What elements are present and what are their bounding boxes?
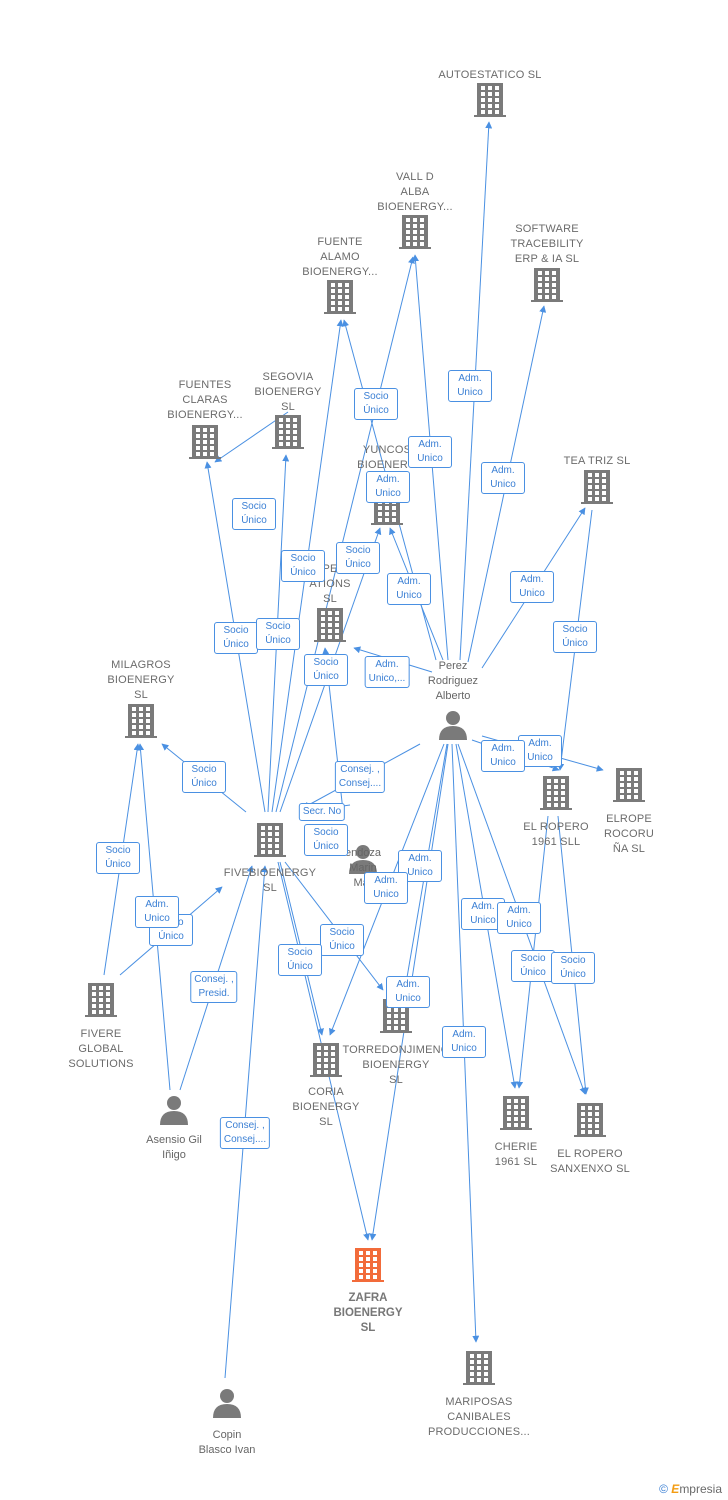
relation-label[interactable]: Socio Único	[553, 621, 597, 653]
building-icon[interactable]	[310, 1043, 342, 1077]
node-label-zafra[interactable]: ZAFRA BIOENERGY SL	[333, 1292, 403, 1334]
relation-label[interactable]: Adm. Unico	[442, 1026, 486, 1058]
relation-label[interactable]: Consej. , Presid.	[190, 971, 238, 1003]
node-label-autoestatico[interactable]: AUTOESTATICO SL	[438, 69, 542, 81]
building-icon[interactable]	[540, 776, 572, 810]
building-icon[interactable]	[399, 215, 431, 249]
copyright-symbol: ©	[659, 1482, 668, 1496]
node-label-fivere[interactable]: FIVERE GLOBAL SOLUTIONS	[68, 1028, 134, 1070]
relation-label[interactable]: Adm. Unico	[481, 740, 525, 772]
building-icon[interactable]	[314, 608, 346, 642]
relation-label[interactable]: Socio Único	[96, 842, 140, 874]
relation-label[interactable]: Socio Único	[551, 952, 595, 984]
node-label-fuentealamo[interactable]: FUENTE ALAMO BIOENERGY...	[302, 236, 378, 278]
node-label-cherie[interactable]: CHERIE 1961 SL	[494, 1141, 538, 1168]
brand-name: mpresia	[679, 1482, 722, 1496]
building-icon[interactable]	[613, 768, 645, 802]
relation-label[interactable]: Socio Único	[336, 542, 380, 574]
relation-label[interactable]: Socio Único	[320, 924, 364, 956]
relation-label[interactable]: Socio Único	[304, 824, 348, 856]
building-icon[interactable]	[581, 470, 613, 504]
relation-label[interactable]: Adm. Unico	[386, 976, 430, 1008]
relation-label[interactable]: Adm. Unico	[364, 872, 408, 904]
building-icon[interactable]	[254, 823, 286, 857]
node-label-asensio[interactable]: Asensio Gil Iñigo	[146, 1134, 202, 1161]
relation-label[interactable]: Consej. , Consej....	[219, 1117, 271, 1149]
node-label-elropero1961[interactable]: EL ROPERO 1961 SLL	[523, 821, 589, 848]
node-label-mariposas[interactable]: MARIPOSAS CANIBALES PRODUCCIONES...	[427, 1396, 530, 1438]
edge-fivebio-valldalba	[275, 256, 415, 813]
building-icon[interactable]	[500, 1096, 532, 1130]
building-icon[interactable]	[574, 1103, 606, 1137]
relation-label[interactable]: Adm. Unico	[135, 896, 179, 928]
relation-label[interactable]: Adm. Unico	[448, 370, 492, 402]
node-label-elrope[interactable]: ELROPE ROCORU ÑA SL	[603, 813, 655, 855]
building-icon[interactable]	[531, 268, 563, 302]
relation-label[interactable]: Adm. Unico	[387, 573, 431, 605]
relation-label[interactable]: Socio Único	[281, 550, 325, 582]
node-label-copin[interactable]: Copin Blasco Ivan	[198, 1429, 256, 1456]
nodes-layer	[85, 83, 645, 1418]
building-icon[interactable]	[474, 83, 506, 117]
building-icon[interactable]	[272, 415, 304, 449]
relation-label[interactable]: Consej. , Consej....	[334, 761, 386, 793]
relation-label[interactable]: Socio Único	[232, 498, 276, 530]
relation-label[interactable]: Socio Único	[256, 618, 300, 650]
relation-label[interactable]: Adm. Unico	[510, 571, 554, 603]
relation-label[interactable]: Socio Único	[354, 388, 398, 420]
brand-initial: E	[671, 1482, 680, 1496]
node-label-software[interactable]: SOFTWARE TRACEBILITY ERP & IA SL	[510, 223, 584, 265]
node-label-fuentesclaras[interactable]: FUENTES CLARAS BIOENERGY...	[167, 379, 243, 421]
person-icon[interactable]	[213, 1389, 241, 1418]
building-icon[interactable]	[125, 704, 157, 738]
building-icon[interactable]	[85, 983, 117, 1017]
relation-label[interactable]: Socio Único	[511, 950, 555, 982]
relation-label[interactable]: Adm. Unico,...	[364, 656, 410, 688]
node-label-milagros[interactable]: MILAGROS BIOENERGY SL	[107, 659, 175, 701]
node-label-coria[interactable]: CORIA BIOENERGY SL	[292, 1086, 360, 1128]
relation-label[interactable]: Socio Único	[182, 761, 226, 793]
building-icon[interactable]	[352, 1248, 384, 1282]
person-icon[interactable]	[349, 845, 377, 874]
relation-label[interactable]: Adm. Unico	[497, 902, 541, 934]
node-label-torredon[interactable]: TORREDONJIMENO BIOENERGY SL	[342, 1044, 450, 1086]
relation-label[interactable]: Secr. No	[298, 803, 346, 821]
node-label-valldalba[interactable]: VALL D ALBA BIOENERGY...	[377, 171, 453, 213]
node-label-teatriz[interactable]: TEA TRIZ SL	[563, 455, 631, 467]
building-icon[interactable]	[463, 1351, 495, 1385]
node-label-elroperosanx[interactable]: EL ROPERO SANXENXO SL	[550, 1148, 630, 1175]
building-icon[interactable]	[189, 425, 221, 459]
brand-watermark: © Empresia	[659, 1482, 722, 1496]
node-label-perez[interactable]: Perez Rodriguez Alberto	[427, 660, 479, 702]
relation-label[interactable]: Socio Único	[278, 944, 322, 976]
building-icon[interactable]	[324, 280, 356, 314]
relation-label[interactable]: Socio Único	[304, 654, 348, 686]
relation-label[interactable]: Adm. Unico	[481, 462, 525, 494]
person-icon[interactable]	[439, 711, 467, 740]
node-label-fivebio[interactable]: FIVEBIOENERGY SL	[223, 867, 317, 894]
relation-label[interactable]: Adm. Unico	[408, 436, 452, 468]
node-label-yuncos[interactable]: YUNCOS BIOENERG	[357, 444, 417, 471]
relation-label[interactable]: Socio Único	[214, 622, 258, 654]
person-icon[interactable]	[160, 1096, 188, 1125]
relation-label[interactable]: Adm. Unico	[366, 471, 410, 503]
node-label-segovia[interactable]: SEGOVIA BIOENERGY SL	[254, 371, 322, 413]
